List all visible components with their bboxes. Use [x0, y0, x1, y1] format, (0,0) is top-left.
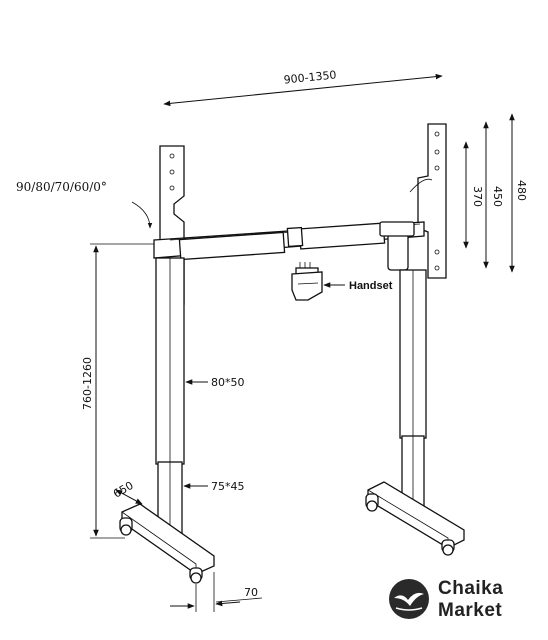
lower-column-label: 75*45 — [211, 480, 245, 493]
tilt-angle-label: 90/80/70/60/0° — [16, 180, 107, 194]
brand-mark: Chaika Market — [388, 572, 528, 628]
foot-length-label: 650 — [111, 479, 136, 501]
handset-label: Handset — [349, 280, 393, 292]
height-dimension-label: 760-1260 — [81, 357, 94, 410]
bracket-480-label: 480 — [515, 180, 528, 201]
right-foot — [365, 481, 465, 556]
foot-width-label: 70 — [244, 586, 258, 599]
upper-column-label: 80*50 — [211, 376, 245, 389]
width-dimension: 900-1350 — [163, 68, 443, 107]
bracket-370-label: 370 — [471, 186, 484, 207]
bracket-450-label: 450 — [491, 186, 504, 207]
bracket-dimensions: 370 450 480 — [463, 113, 528, 273]
brand-name: Chaika Market — [438, 578, 503, 622]
width-dimension-label: 900-1350 — [283, 68, 337, 86]
brand-line-2: Market — [438, 600, 503, 621]
foot-width-dimension: 70 — [170, 572, 263, 612]
foot-length-dimension: 650 — [111, 479, 143, 505]
right-leg — [399, 269, 427, 511]
handset-controller: Handset — [291, 262, 393, 301]
tilt-arc-arrow — [131, 201, 153, 229]
lower-column-callout: 75*45 — [183, 480, 245, 493]
left-leg — [155, 257, 185, 537]
upper-column-callout: 80*50 — [185, 376, 245, 389]
lift-motor — [379, 221, 415, 271]
height-dimension: 760-1260 — [81, 243, 160, 539]
left-foot — [119, 503, 215, 584]
seagull-logo-icon — [389, 579, 429, 619]
crossbar-beam — [153, 221, 425, 261]
right-mount-bracket — [409, 123, 447, 279]
brand-line-1: Chaika — [438, 578, 504, 599]
